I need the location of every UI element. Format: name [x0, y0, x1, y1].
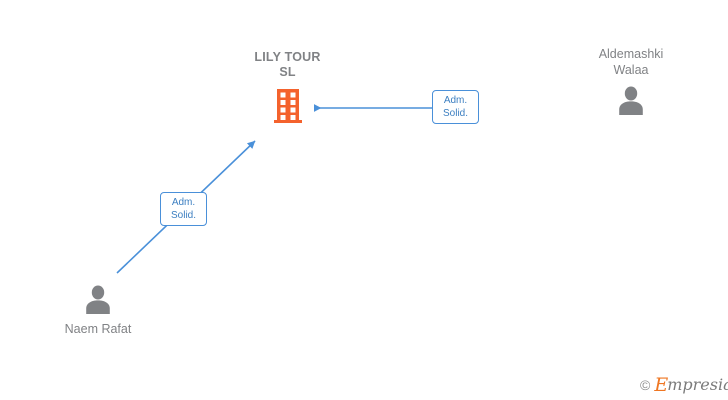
person-avatar-icon[interactable] [616, 86, 646, 115]
relation-label-aldemashki-walaa[interactable]: Adm. Solid. [432, 90, 479, 124]
relation-label-line-1: Adm. [171, 197, 196, 208]
company-node[interactable]: LILY TOUR SL [225, 50, 350, 124]
relation-label-line-2: Solid. [170, 210, 196, 221]
watermark-brand-initial: E [654, 373, 669, 396]
empresia-watermark: © E mpresia [640, 375, 728, 395]
copyright-icon: © [640, 377, 651, 393]
person-name-label: Aldemashki Walaa [598, 47, 664, 77]
relation-label-naem-rafat[interactable]: Adm. Solid. [160, 192, 207, 226]
person-name-label: Naem Rafat [64, 322, 132, 336]
relation-label-line-2: Solid. [442, 108, 468, 119]
company-name-label: LILY TOUR SL [254, 50, 321, 79]
person-avatar-icon[interactable] [83, 285, 113, 314]
watermark-brand-name: mpresia [667, 375, 728, 394]
relation-label-line-1: Adm. [443, 95, 468, 106]
person-node-aldemashki-walaa[interactable]: Aldemashki Walaa [561, 46, 701, 115]
person-node-naem-rafat[interactable]: Naem Rafat [28, 285, 168, 337]
company-building-icon[interactable] [273, 88, 303, 124]
